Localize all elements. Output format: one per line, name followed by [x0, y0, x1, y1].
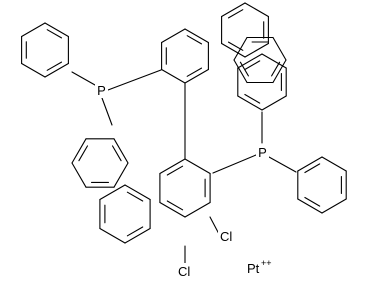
upper-naphthyl-ring-a-bond — [184, 28, 209, 44]
p-right-phenyl-b-ring-bond — [321, 198, 347, 214]
upper-naphthyl-ring-b-double-bond — [227, 9, 244, 19]
lower-naphthyl-ring-a-bond — [184, 158, 211, 175]
p-right-phenyl-a-ring-bond — [237, 53, 263, 69]
p-right-phenyl-b-ring-bond — [321, 156, 347, 172]
p-right-phenyl-b-ring-double-bond — [304, 163, 321, 174]
upper-naphthyl-ring-a-double-bond — [186, 67, 203, 77]
upper-naphthyl-ring-b-bond — [221, 42, 246, 58]
p-right-phenyl-b-bond — [268, 156, 297, 173]
lower-naphthyl-ring-a-double-bond — [166, 165, 184, 176]
cl-upper-bg — [218, 228, 235, 244]
overlap-phenyl-ring-bond — [272, 59, 287, 84]
p-upper-phenyl-b-ring-bond — [113, 162, 129, 188]
overlap-phenyl-ring-bond — [272, 36, 287, 61]
p-right-phenyl-b-ring-double-bond — [304, 196, 321, 207]
p-right-phenyl-a-ring-bond — [261, 95, 287, 111]
p-upper-phenyl-a-ring-bond — [44, 62, 69, 78]
lower-naphthyl-ring-b-double-bond — [126, 226, 144, 237]
phosphorus-right-label: P — [258, 145, 267, 160]
lower-naphthyl-ring-a-bond — [159, 158, 186, 175]
lower-naphthyl-ring-b-double-bond — [126, 191, 144, 202]
p-upper-phenyl-b-ring-double-bond — [111, 145, 122, 162]
p-upper-phenyl-a-ring-double-bond — [46, 29, 63, 39]
p-right-phenyl-a-ring-double-bond — [244, 93, 261, 104]
phosphorus-upper-label: P — [97, 83, 106, 98]
lower-naphthyl-ring-b-bond — [124, 184, 151, 201]
p-right-phenyl-a-ring-bond — [237, 95, 263, 111]
lower-naphthyl-ring-b-bond — [124, 227, 151, 244]
lower-naphthyl-ring-a-double-bond — [166, 200, 184, 211]
lower-naphthyl-ring-b-bond — [99, 227, 126, 244]
p-upper-phenyl-b-ring-bond — [71, 138, 87, 164]
upper-naphthyl-ring-b-bond — [244, 2, 269, 18]
lower-naphthyl-ring-a-bond — [184, 201, 211, 218]
p-upper-phenyl-a-ring-double-bond — [46, 61, 63, 71]
platinum-label: Pt — [247, 261, 260, 276]
lower-naphthyl-ring-a-bond — [159, 201, 186, 218]
p-upper-phenyl-b-ring-double-bond — [78, 145, 89, 162]
p-right-phenyl-b-ring-bond — [297, 156, 323, 172]
p-upper-phenyl-b-ring-bond — [71, 162, 87, 188]
p-upper-phenyl-a-ring-bond — [21, 22, 46, 38]
overlap-phenyl-ring-bond — [233, 36, 248, 61]
label-layer: P P Cl Cl Pt ++ — [95, 82, 272, 279]
p-upper-phenyl-b-ring-bond — [113, 138, 129, 164]
upper-naphthyl-ring-a-double-bond — [186, 35, 203, 45]
p-right-naphthyl-bond — [212, 154, 257, 174]
p-upper-phenyl-b-bond — [101, 97, 113, 126]
platinum-charge-label: ++ — [261, 258, 272, 268]
p-right-phenyl-a-ring-double-bond — [244, 60, 261, 71]
p-upper-phenyl-a-ring-bond — [21, 62, 46, 78]
bond-layer — [21, 2, 347, 264]
p-right-bg — [256, 144, 269, 160]
p-right-phenyl-b-ring-bond — [297, 198, 323, 214]
upper-naphthyl-ring-a-bond — [161, 28, 186, 44]
p-upper-bg — [95, 82, 108, 98]
upper-naphthyl-ring-a-bond — [161, 68, 186, 84]
upper-naphthyl-ring-b-bond — [244, 42, 269, 58]
p-upper-phenyl-a-bond — [71, 71, 96, 86]
cl-lower-bg — [176, 263, 193, 279]
cl-upper-bond — [209, 216, 220, 235]
overlap-phenyl-ring-double-bond — [239, 61, 249, 77]
chlorine-upper-label: Cl — [220, 229, 232, 244]
upper-naphthyl-ring-a-bond — [184, 68, 209, 84]
overlap-phenyl-ring-double-bond — [271, 61, 281, 77]
lower-naphthyl-ring-b-bond — [99, 184, 126, 201]
p-upper-phenyl-a-ring-bond — [44, 22, 69, 38]
chlorine-lower-label: Cl — [178, 264, 190, 279]
p-upper-naphthyl-bond — [107, 69, 162, 91]
overlap-phenyl-ring-bond — [233, 59, 248, 84]
upper-naphthyl-ring-b-bond — [221, 2, 246, 18]
